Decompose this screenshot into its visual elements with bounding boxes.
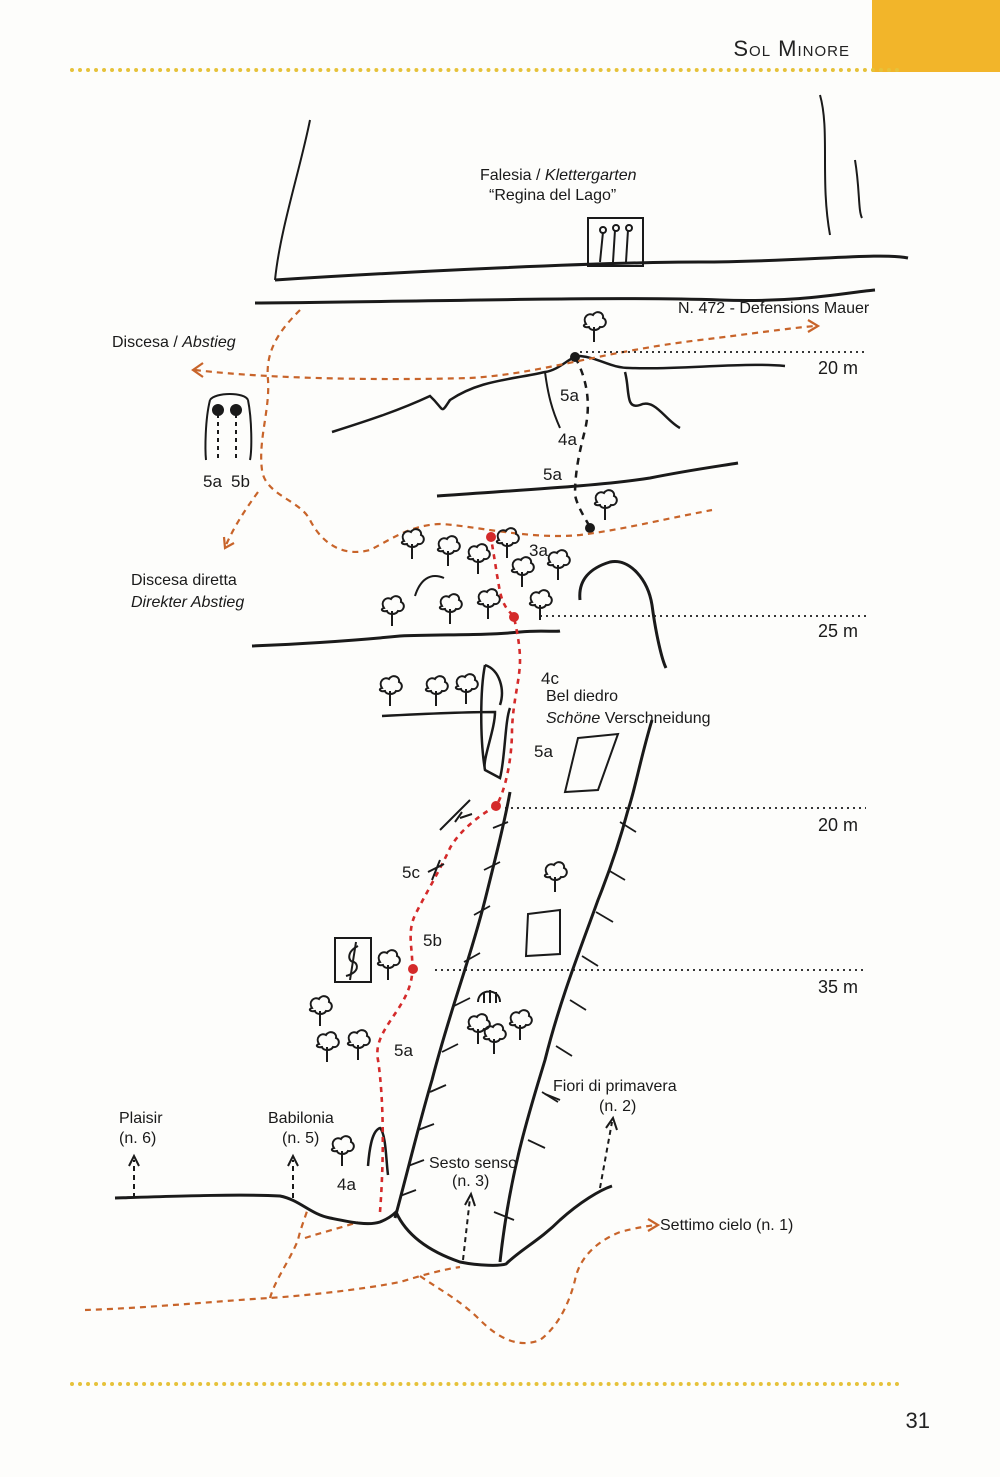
route-fiori-label: Fiori di primavera (553, 1078, 677, 1095)
rock-hatching (399, 821, 637, 1221)
grade-label: 4c (541, 669, 559, 688)
mid-ledge (436, 461, 739, 498)
crag-box-icon (587, 217, 644, 267)
pitch-length-label: 20 m (818, 815, 858, 835)
bottom-dotted-rule (70, 1382, 900, 1386)
top-road-line (254, 288, 876, 305)
crag-label: Falesia / Klettergarten (480, 167, 637, 184)
top-anchor (570, 352, 580, 362)
small-pillar (366, 1126, 390, 1176)
bush-arc (439, 799, 473, 831)
tree-arc (414, 575, 445, 597)
direct-descent-label-de: Direkter Abstieg (131, 594, 244, 611)
route-babilonia-label: Babilonia (268, 1110, 334, 1127)
belay-stations (408, 532, 519, 974)
route-plaisir-label: Plaisir (119, 1110, 163, 1127)
bel-diedro-label: Bel diedro (546, 688, 618, 705)
small-square (524, 908, 561, 958)
grade-label: 5b (423, 931, 442, 950)
approach-arrows (128, 1093, 618, 1261)
dihedral-block (381, 663, 512, 780)
pitch-length-label: 20 m (818, 358, 858, 378)
upper-crag-walls (274, 94, 863, 281)
arch-feature (477, 990, 501, 1003)
grade-label: 5a (543, 465, 562, 484)
descent-label: Discesa / Abstieg (112, 334, 236, 351)
page-title: Sol Minore (733, 36, 850, 61)
right-buttress (498, 719, 654, 1263)
arrow-heads (191, 319, 821, 1232)
route-babilonia-number: (n. 5) (282, 1130, 319, 1147)
approach-paths (84, 309, 816, 1345)
crag-name: “Regina del Lago” (489, 187, 616, 204)
main-route-line (376, 536, 522, 1213)
route-sesto-number: (n. 3) (452, 1173, 489, 1190)
crag-ledge-25 (251, 629, 561, 648)
tree-icon (582, 311, 607, 343)
route-defensions-label: N. 472 - Defensions Mauer (678, 300, 870, 317)
grade-label: 4a (337, 1175, 356, 1194)
crag-pillar-right (578, 560, 668, 669)
left-buttress (393, 791, 512, 1219)
grade-label: 5c (402, 863, 420, 882)
direct-descent-label: Discesa diretta (131, 572, 237, 589)
pitch-length-label: 35 m (818, 977, 858, 997)
route-fiori-number: (n. 2) (599, 1098, 636, 1115)
top-route-dashed (573, 356, 592, 528)
top-outcrop-left-face (544, 371, 561, 429)
page-number: 31 (905, 1408, 930, 1433)
route-sesto-label: Sesto senso (429, 1155, 517, 1172)
danger-sign-icon (334, 937, 372, 983)
route-settimo-label: Settimo cielo (n. 1) (660, 1217, 793, 1234)
grade-label: 5a (203, 472, 222, 491)
ground-line (114, 1184, 613, 1267)
dihedral-slab (563, 732, 620, 794)
mid-anchor (585, 523, 595, 533)
bolt-symbol (427, 859, 445, 881)
top-outcrop (331, 354, 786, 434)
grade-label: 5a (394, 1041, 413, 1060)
pitch-rulers (435, 351, 866, 971)
header-accent-tab (872, 0, 1000, 72)
route-plaisir-number: (n. 6) (119, 1130, 156, 1147)
grade-label: 5b (231, 472, 250, 491)
grade-label: 5a (560, 386, 579, 405)
schoene-verschneidung-label: Schöne Verschneidung (546, 710, 711, 727)
grade-label: 4a (558, 430, 577, 449)
top-dotted-rule (70, 68, 900, 72)
tree-icon (593, 489, 618, 521)
side-routes-icon (204, 393, 253, 461)
upper-ledge (274, 254, 909, 282)
grade-label: 5a (534, 742, 553, 761)
pitch-length-label: 25 m (818, 621, 858, 641)
tree-group (308, 527, 571, 1167)
grade-label: 3a (529, 541, 548, 560)
